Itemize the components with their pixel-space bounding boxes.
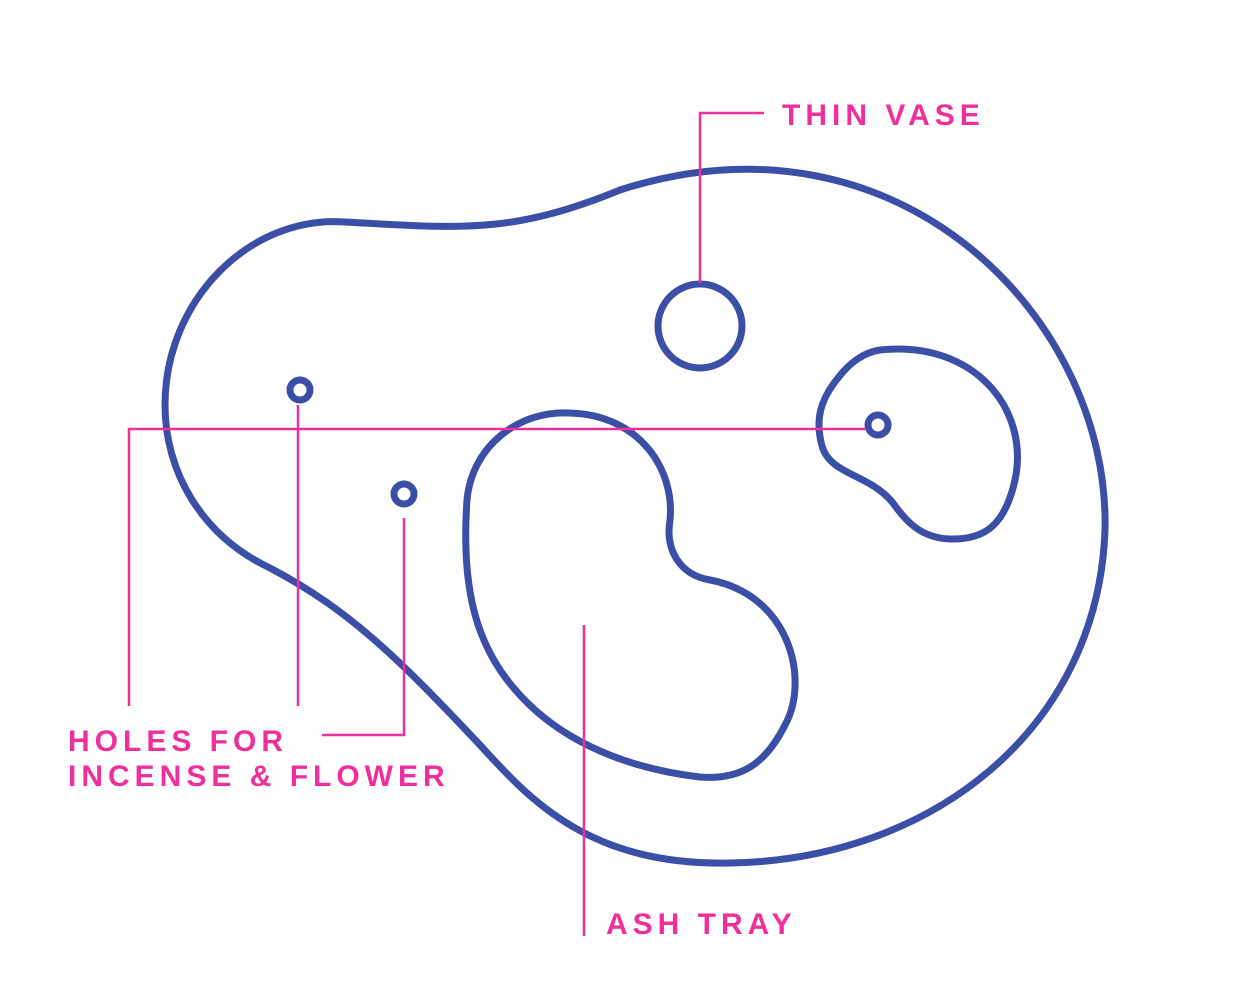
thin-vase-circle <box>654 280 746 372</box>
holes-label-line1: HOLES FOR <box>68 725 288 758</box>
flower-cavity-outline <box>815 345 1021 543</box>
thin-vase-leader <box>698 111 764 283</box>
incense-hole-2 <box>390 480 418 508</box>
ash-tray-outline <box>462 409 799 781</box>
flower-hole <box>864 411 892 439</box>
ash-tray-label: ASH TRAY <box>606 908 797 941</box>
holes-label-line2: INCENSE & FLOWER <box>68 760 450 793</box>
thin-vase-label: THIN VASE <box>782 99 985 132</box>
incense-hole-2-leader <box>322 518 406 737</box>
incense-hole-1 <box>286 376 314 404</box>
flower-hole-leader <box>127 427 865 706</box>
tray-outline <box>161 165 1109 867</box>
